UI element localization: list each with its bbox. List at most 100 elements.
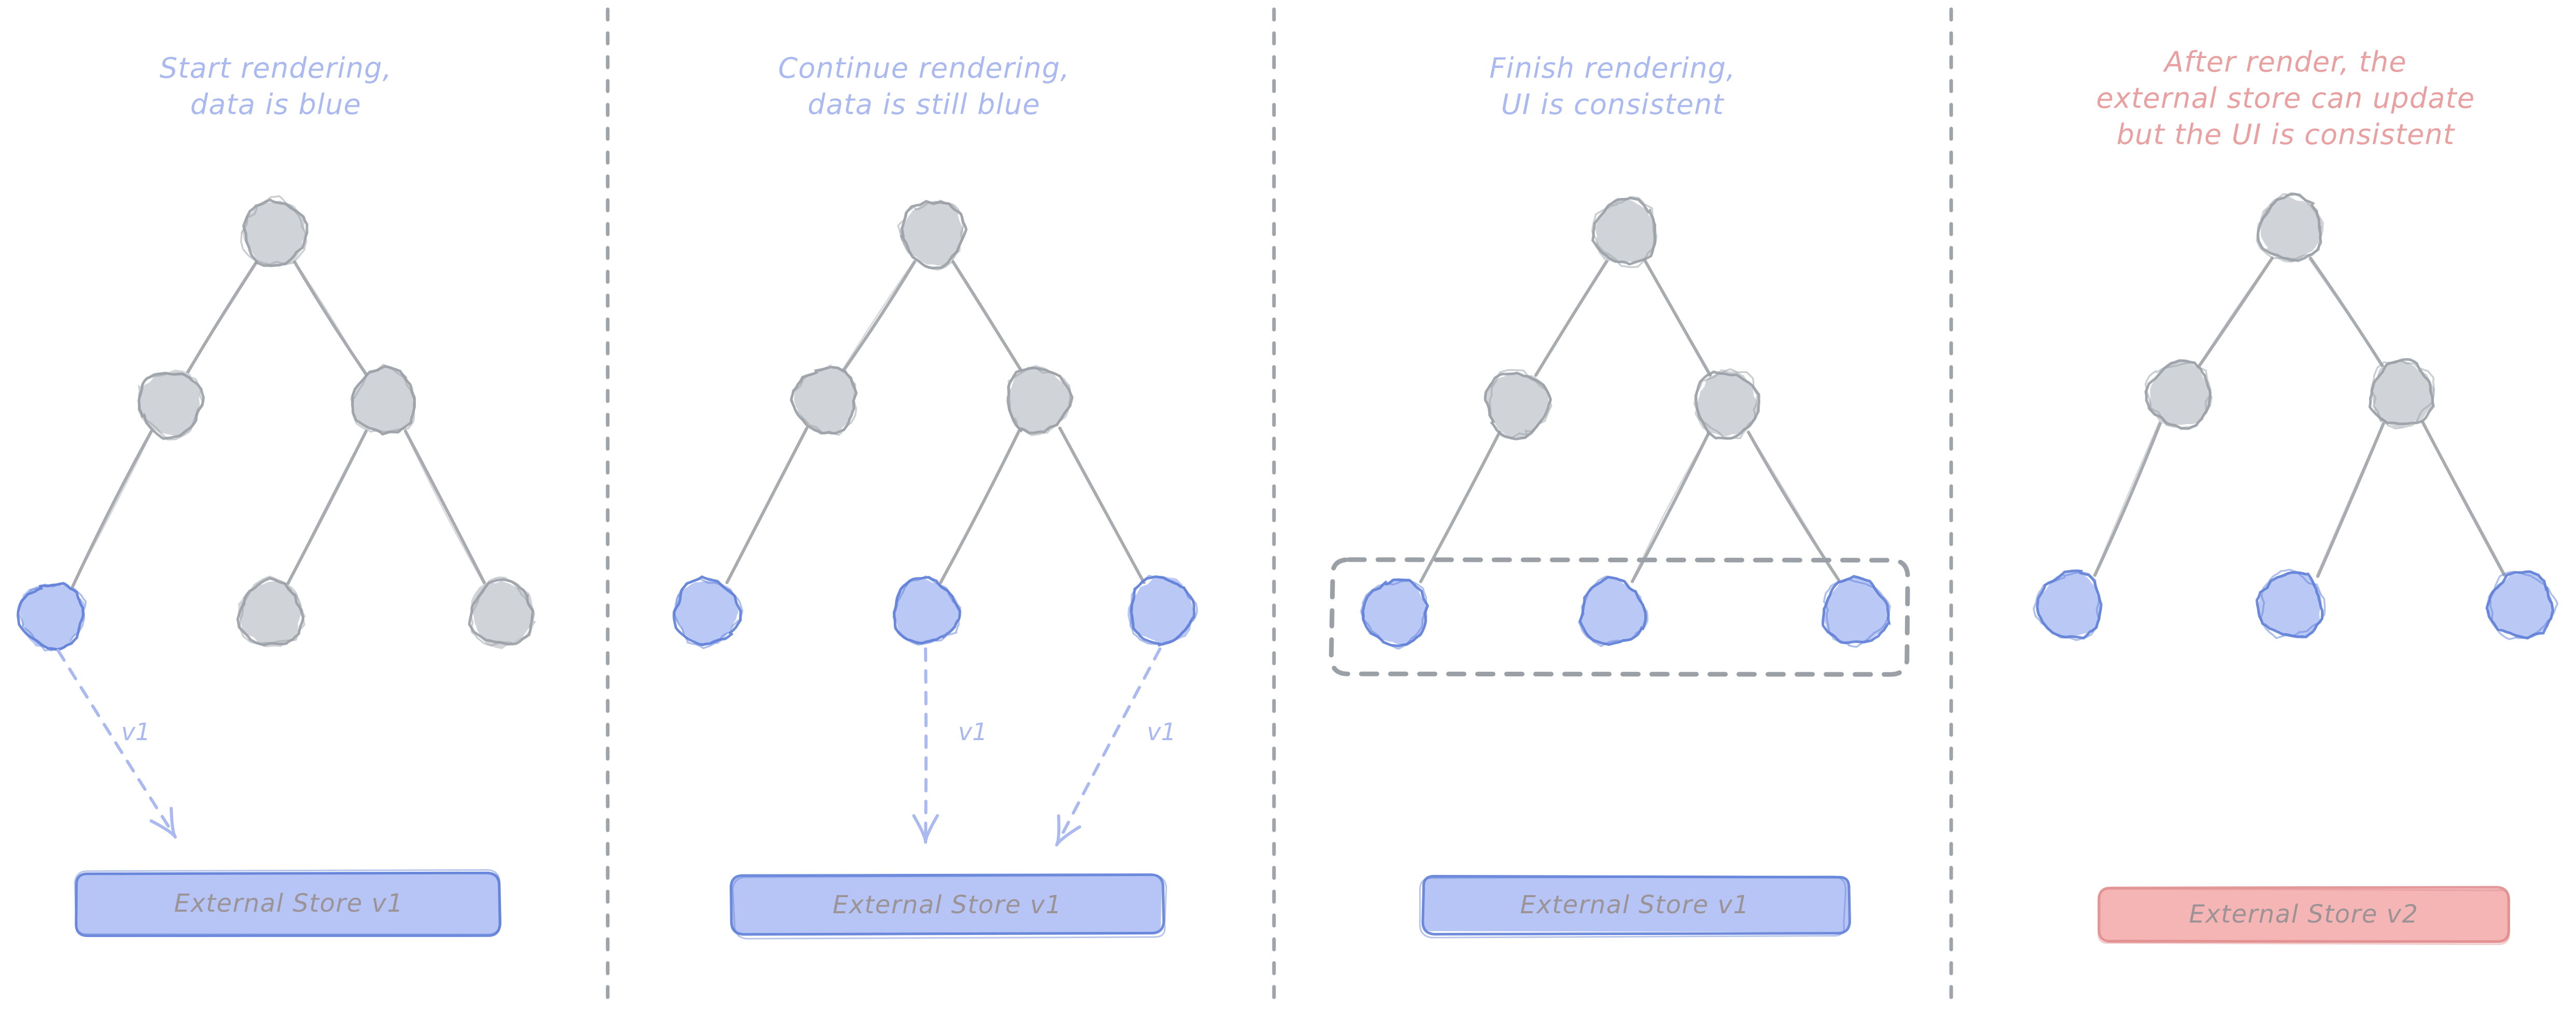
- edge-right-leaf2-sketch: [286, 431, 367, 587]
- leaf-node-1-fill: [1361, 578, 1427, 646]
- leaf-node-1[interactable]: [673, 575, 744, 649]
- left-child-node[interactable]: [2144, 359, 2213, 430]
- edge-right-leaf3-sketch: [404, 430, 486, 588]
- right-child-node[interactable]: [1693, 368, 1760, 440]
- panel-4-edges: [2093, 257, 2507, 578]
- panel-3-external-store-box[interactable]: External Store v1: [1419, 875, 1851, 939]
- store-subscription-arrow-right-shaft: [1055, 647, 1161, 846]
- external-store-box-outline-sketch: [2097, 888, 2511, 945]
- root-node[interactable]: [2256, 192, 2324, 263]
- edge-right-leaf3: [404, 430, 488, 588]
- right-child-node[interactable]: [1006, 365, 1074, 436]
- right-child-node-fill: [350, 366, 415, 434]
- edge-left-leaf1-sketch: [725, 428, 808, 583]
- external-store-box-fill: [1422, 876, 1850, 932]
- leaf-node-3-fill: [471, 580, 534, 649]
- left-child-node[interactable]: [1483, 369, 1552, 441]
- leaf-node-3-outline-sketch: [1129, 574, 1198, 645]
- panel-3-heading: Finish rendering,UI is consistent: [1489, 52, 1735, 121]
- store-subscription-arrow-right-head: [1055, 814, 1081, 846]
- leaf-node-3[interactable]: [468, 576, 536, 649]
- leaf-node-1-outline-sketch: [1360, 579, 1428, 650]
- edge-root-left: [185, 260, 258, 376]
- left-child-node[interactable]: [789, 364, 858, 436]
- edge-left-leaf1-sketch: [2094, 420, 2161, 575]
- right-child-node-outline-sketch: [1693, 368, 1759, 440]
- root-node-outline-sketch: [897, 201, 964, 271]
- leaf-node-1[interactable]: [17, 582, 87, 652]
- edge-root-left-sketch: [1535, 260, 1607, 375]
- leaf-node-2[interactable]: [892, 575, 961, 646]
- leaf-node-3[interactable]: [2485, 570, 2559, 641]
- leaf-node-3[interactable]: [1127, 574, 1198, 647]
- edge-root-left-sketch: [841, 261, 915, 372]
- store-subscription-arrow-right: v1: [1055, 647, 1176, 846]
- root-node[interactable]: [897, 199, 968, 271]
- leaf-node-3-fill: [1127, 576, 1194, 643]
- external-store-box-outline-sketch: [1419, 875, 1846, 939]
- right-child-node[interactable]: [2368, 358, 2435, 430]
- panel-3: Finish rendering,UI is consistentExterna…: [1328, 52, 1910, 939]
- leaf-node-3-outline-sketch: [1823, 578, 1891, 648]
- edge-right-leaf3-sketch: [2421, 421, 2507, 577]
- store-subscription-arrow-center-head: [912, 814, 939, 844]
- leaf-node-2-outline-sketch: [239, 575, 306, 645]
- leaf-node-1-fill: [2037, 571, 2102, 637]
- left-child-node-fill: [2149, 359, 2213, 426]
- edge-right-leaf2: [939, 427, 1022, 584]
- external-store-box-label: External Store v1: [174, 889, 404, 918]
- leaf-node-2[interactable]: [236, 575, 306, 647]
- right-child-node-fill: [1007, 365, 1071, 434]
- panel-1-nodes: [17, 195, 536, 652]
- edge-root-right: [1643, 259, 1712, 377]
- root-node[interactable]: [1591, 196, 1658, 268]
- root-node-fill: [900, 199, 964, 266]
- right-child-node[interactable]: [350, 363, 416, 436]
- leaf-node-3-fill: [1823, 576, 1889, 643]
- left-child-node-outline: [1483, 372, 1552, 441]
- panel-2-external-store-box[interactable]: External Store v1: [730, 873, 1167, 940]
- edge-left-leaf1: [71, 430, 153, 588]
- store-subscription-arrow-label: v1: [121, 718, 151, 746]
- leaf-node-1-outline-sketch: [17, 582, 87, 652]
- panel-4-heading-line-2: external store can update: [2096, 82, 2475, 115]
- leaf-node-2[interactable]: [1578, 575, 1649, 647]
- external-store-box-outline-sketch: [74, 869, 502, 936]
- edge-root-right-sketch: [294, 261, 366, 375]
- leaf-node-1[interactable]: [2033, 569, 2103, 641]
- panel-1-heading-line-1: Start rendering,: [160, 52, 392, 84]
- right-child-node-outline-sketch: [1007, 366, 1072, 436]
- leaf-node-2-outline: [2256, 571, 2324, 639]
- panel-1-external-store-box[interactable]: External Store v1: [74, 869, 502, 937]
- panel-4-external-store-box[interactable]: External Store v2: [2097, 886, 2511, 945]
- panel-2-heading-line-2: data is still blue: [808, 88, 1041, 121]
- root-node-fill: [1595, 197, 1658, 263]
- root-node-outline-sketch: [1591, 196, 1656, 268]
- edge-root-right-sketch: [1644, 261, 1712, 376]
- root-node-outline-sketch: [2256, 193, 2322, 260]
- leaf-node-2[interactable]: [2256, 569, 2326, 640]
- leaf-node-2-fill: [1580, 577, 1647, 644]
- external-store-box-fill: [730, 876, 1162, 934]
- panel-2-nodes: [673, 199, 1198, 649]
- panel-4-nodes: [2033, 192, 2559, 641]
- edge-left-leaf1-sketch: [71, 431, 153, 587]
- panel-1-store-arrows: v1: [57, 649, 177, 839]
- leaf-node-1[interactable]: [1360, 578, 1430, 650]
- external-store-box-outline: [1421, 875, 1851, 936]
- leaf-node-2-outline-sketch: [892, 575, 961, 646]
- left-child-node-outline: [2144, 359, 2212, 430]
- right-child-node-fill: [1695, 369, 1759, 437]
- leaf-node-3-outline-sketch: [2489, 571, 2559, 641]
- edge-left-leaf1: [725, 427, 808, 584]
- external-store-box-outline: [730, 873, 1165, 936]
- edge-root-left: [1534, 259, 1609, 377]
- root-node[interactable]: [240, 195, 309, 267]
- store-subscription-arrow-head: [149, 806, 177, 839]
- leaf-node-3[interactable]: [1822, 575, 1891, 648]
- edge-root-left: [2197, 257, 2274, 369]
- store-subscription-arrow-center: v1: [912, 647, 987, 844]
- left-child-node[interactable]: [137, 370, 205, 441]
